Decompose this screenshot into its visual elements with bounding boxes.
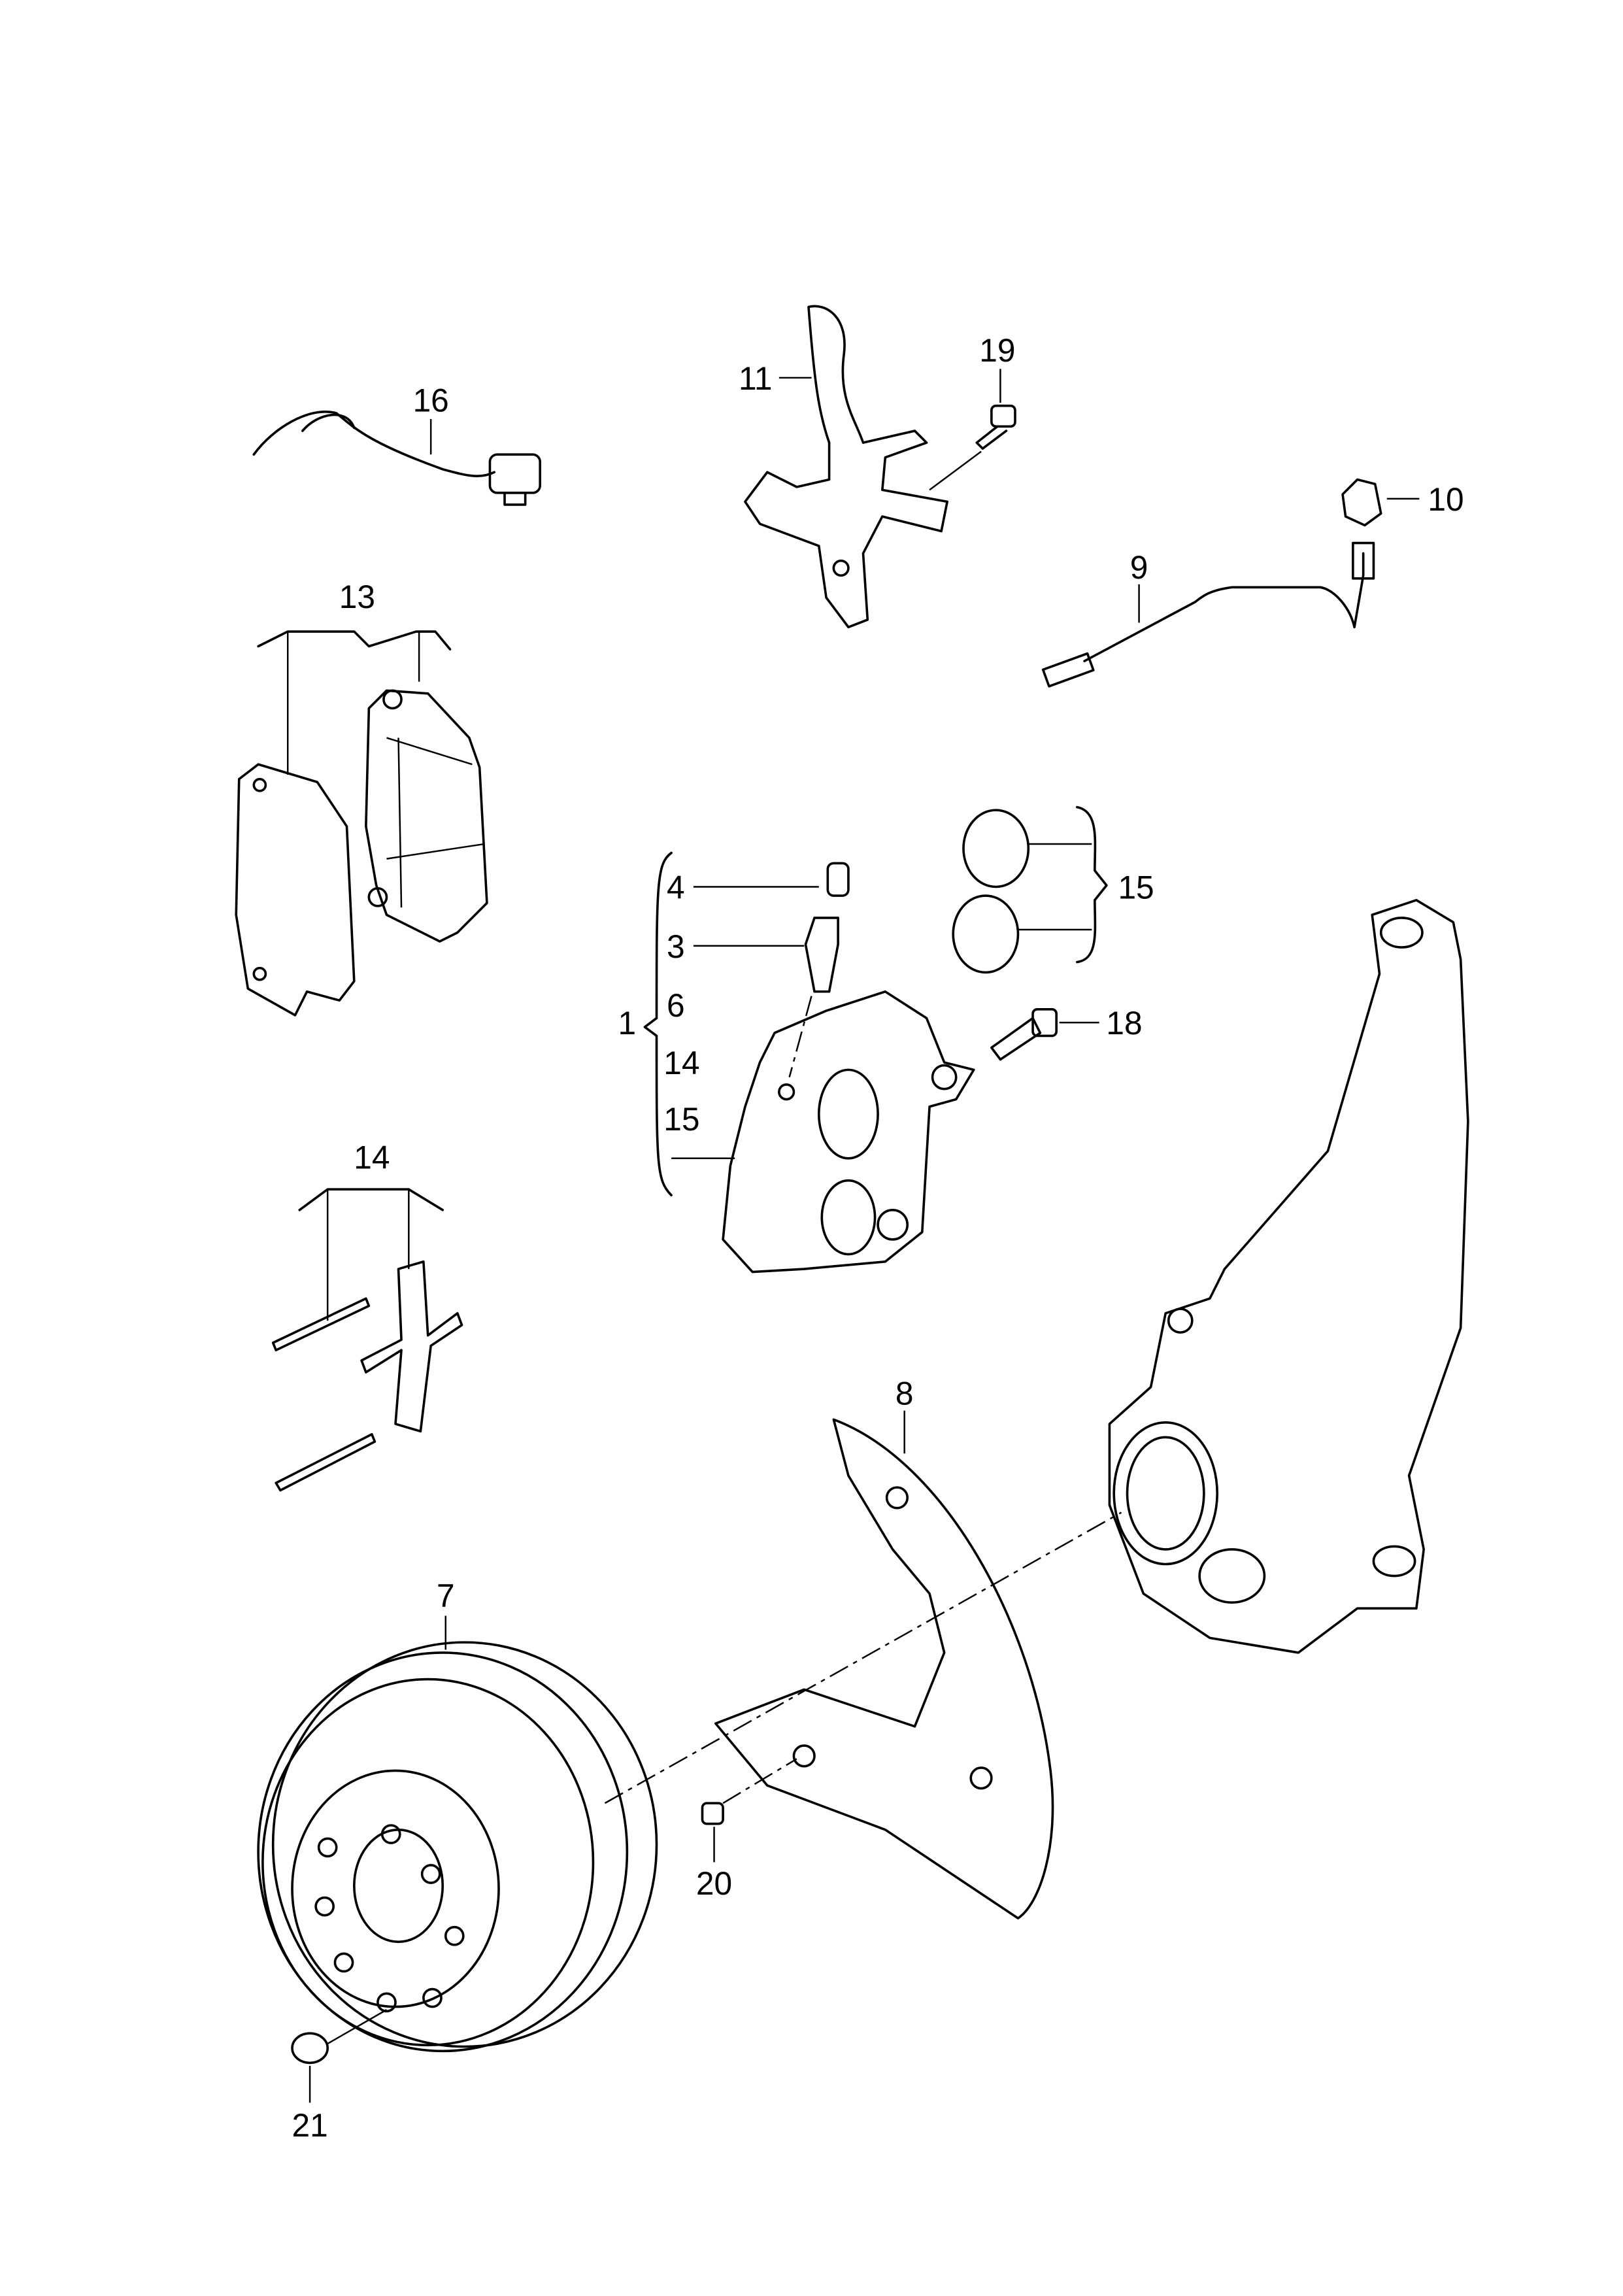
shield-bolt	[701, 1758, 797, 1863]
callout-15-list: 15	[663, 1101, 699, 1138]
callout-1: 1	[618, 1005, 637, 1041]
bracket	[744, 305, 948, 629]
pad-hardware-kit	[271, 1188, 463, 1492]
brake-pads	[235, 630, 488, 1017]
dust-shield	[714, 1410, 1054, 1919]
callout-18: 18	[1106, 1005, 1142, 1041]
callout-15-seals: 15	[1118, 869, 1154, 906]
callout-21: 21	[292, 2107, 327, 2144]
rotor-screw	[291, 2009, 388, 2103]
bleeder-valve	[788, 862, 850, 1077]
callout-20: 20	[696, 1865, 732, 1902]
callout-19: 19	[979, 332, 1015, 369]
axis-centerline	[604, 1511, 1122, 1804]
brake-rotor	[257, 1615, 658, 2053]
brake-line-clip	[1341, 478, 1420, 527]
brake-caliper	[722, 990, 975, 1274]
callout-8: 8	[895, 1376, 914, 1412]
callout-10: 10	[1428, 481, 1464, 518]
callout-11: 11	[739, 360, 773, 397]
callout-4: 4	[667, 869, 685, 906]
piston-seals	[952, 805, 1108, 974]
callout-6: 6	[667, 987, 685, 1024]
callout-14-list: 14	[663, 1045, 699, 1081]
callout-3: 3	[667, 928, 685, 965]
wear-sensor-wire	[252, 411, 542, 506]
bolt-19	[929, 369, 1016, 491]
callout-14-group: 14	[354, 1140, 390, 1176]
callout-9: 9	[1130, 549, 1148, 586]
callout-7: 7	[437, 1578, 455, 1614]
brake-line	[1041, 541, 1375, 688]
steering-knuckle	[1108, 899, 1469, 1654]
caliper-kit-bracket	[643, 851, 819, 1197]
caliper-bolt	[990, 1008, 1099, 1061]
callout-13: 13	[339, 579, 375, 615]
callout-16: 16	[413, 382, 449, 419]
